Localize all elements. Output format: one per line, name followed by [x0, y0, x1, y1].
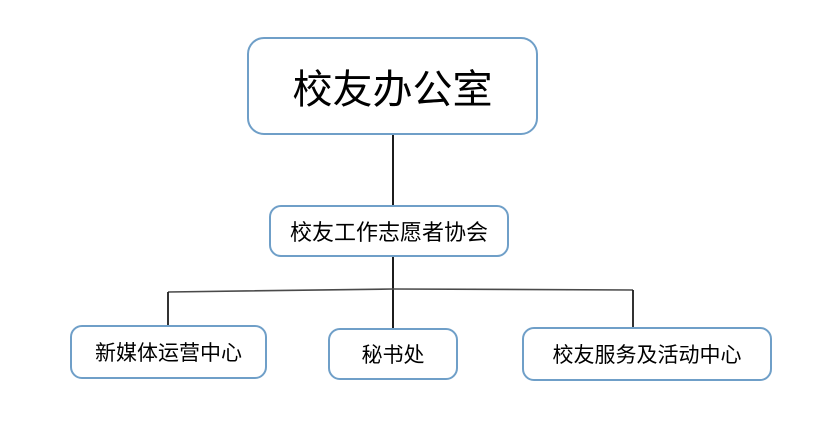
node-alumni-office-label: 校友办公室: [292, 67, 493, 112]
node-new-media-operations-center: 新媒体运营中心: [70, 325, 267, 379]
node-secretariat-label: 秘书处: [361, 343, 425, 367]
node-alumni-service-activity-center: 校友服务及活动中心: [522, 327, 772, 381]
node-alumni-service-activity-center-label: 校友服务及活动中心: [552, 343, 742, 367]
node-secretariat: 秘书处: [328, 328, 458, 380]
node-alumni-volunteer-association: 校友工作志愿者协会: [269, 205, 509, 257]
node-new-media-operations-center-label: 新媒体运营中心: [95, 341, 242, 365]
connector-horizontal-bar: [167, 288, 634, 293]
node-alumni-volunteer-association-label: 校友工作志愿者协会: [289, 220, 488, 245]
node-alumni-office: 校友办公室: [247, 37, 538, 135]
